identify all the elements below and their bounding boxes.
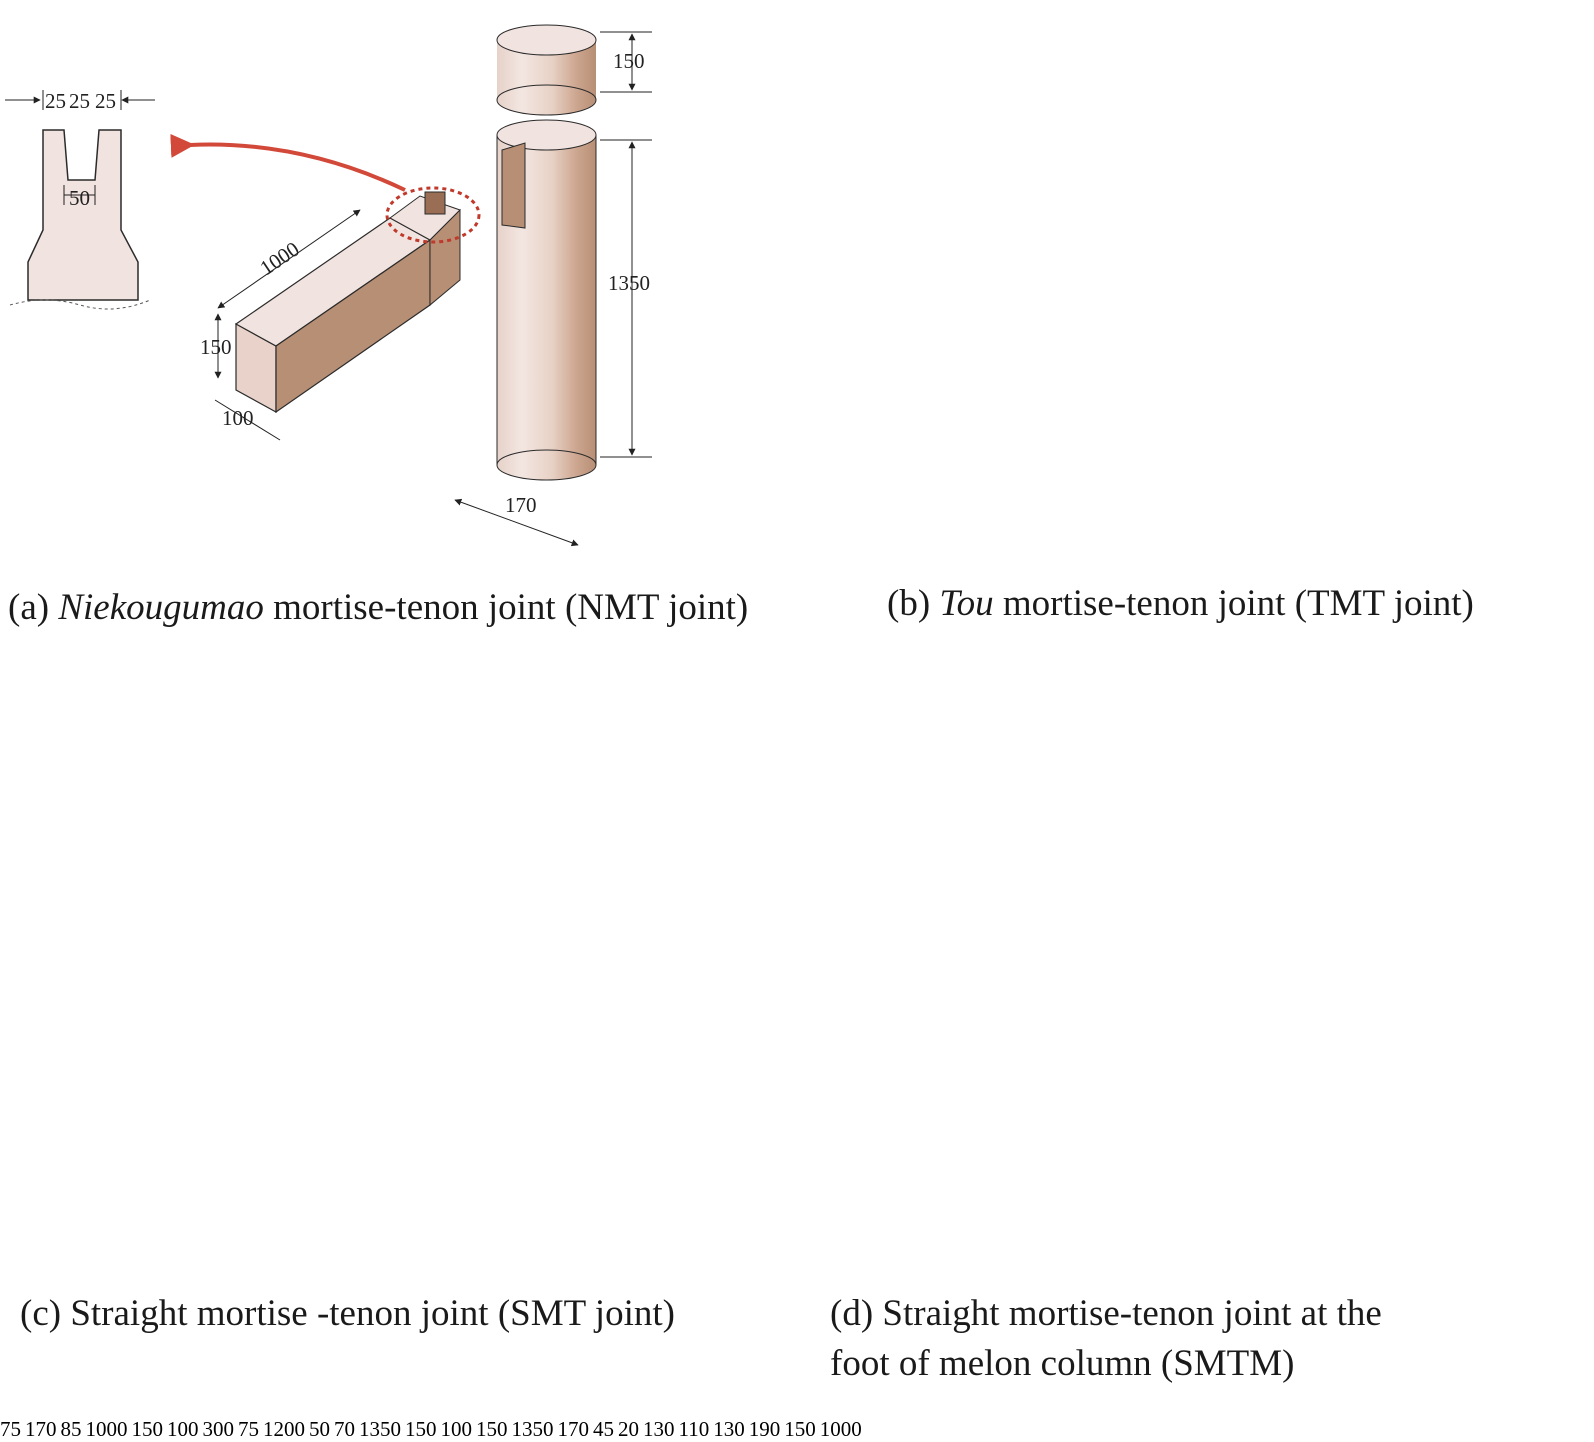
dim-col-1200-b: 1200 bbox=[263, 1417, 305, 1441]
dim-post-130-top: 130 bbox=[643, 1417, 675, 1441]
dim-beam-100-b: 100 bbox=[167, 1417, 199, 1441]
dim-25-c: 25 bbox=[95, 89, 116, 113]
dim-col-1350-a: 1350 bbox=[608, 271, 650, 295]
dim-col-top-150-c: 150 bbox=[476, 1417, 508, 1441]
dim-beam-150-d: 150 bbox=[784, 1417, 816, 1441]
dim-col-300-b: 300 bbox=[202, 1417, 235, 1441]
dim-col-170-c: 170 bbox=[557, 1417, 590, 1441]
caption-d-line2: foot of melon column (SMTM) bbox=[830, 1343, 1295, 1384]
dim-post-110: 110 bbox=[678, 1417, 710, 1441]
dim-col-top-150-a: 150 bbox=[613, 49, 645, 73]
dim-beam-1000-b: 1000 bbox=[85, 1417, 128, 1441]
dim-beam-150-b: 150 bbox=[131, 1417, 164, 1441]
dim-post-130-side: 130 bbox=[713, 1417, 745, 1441]
red-callout-arrow-a bbox=[170, 133, 406, 192]
dim-25-b: 25 bbox=[69, 89, 90, 113]
dim-20-d: 20 bbox=[618, 1417, 639, 1441]
dim-75-b: 75 bbox=[0, 1417, 21, 1441]
dim-50: 50 bbox=[69, 186, 90, 210]
dim-70-c: 70 bbox=[334, 1417, 355, 1441]
caption-d-line1: (d) Straight mortise-tenon joint at the bbox=[830, 1293, 1382, 1334]
caption-c: (c) Straight mortise -tenon joint (SMT j… bbox=[20, 1293, 675, 1334]
dim-beam-1000-a: 1000 bbox=[255, 237, 303, 280]
panel-a-column bbox=[454, 24, 652, 547]
dim-85-b: 85 bbox=[60, 1417, 82, 1441]
dim-25-a: 25 bbox=[45, 89, 66, 113]
dim-170-b: 170 bbox=[25, 1417, 57, 1441]
dim-beam-1350-c: 1350 bbox=[359, 1417, 401, 1441]
panel-a-tenon-section bbox=[5, 90, 155, 310]
dim-beam-150-c: 150 bbox=[405, 1417, 437, 1441]
red-callout-arrow-d: 130 110 130 190 150 1000 (a) Niekougumao… bbox=[8, 583, 1474, 1441]
dim-col-1350-c: 1350 bbox=[511, 1417, 554, 1441]
diagram-svg: 25 25 25 50 1000 150 100 150 13 bbox=[5, 24, 652, 547]
caption-b: (b) Tou mortise-tenon joint (TMT joint) bbox=[887, 583, 1474, 624]
dim-45-d: 45 bbox=[593, 1417, 614, 1441]
dim-beam-190-d: 190 bbox=[748, 1417, 781, 1441]
figure-canvas: 25 25 25 50 1000 150 100 150 13 bbox=[0, 24, 1474, 1441]
dim-beam-100-c: 100 bbox=[440, 1417, 473, 1441]
dim-beam-100-a: 100 bbox=[222, 406, 254, 430]
dim-col-75-b: 75 bbox=[238, 1417, 259, 1441]
dim-beam-150-a: 150 bbox=[200, 335, 232, 359]
caption-a: (a) Niekougumao mortise-tenon joint (NMT… bbox=[8, 587, 749, 628]
dim-beam-1000-d: 1000 bbox=[819, 1417, 862, 1441]
dim-50-c: 50 bbox=[309, 1417, 330, 1441]
red-callout-arrow-c: 1350 150 100 150 1350 170 45 20 bbox=[8, 583, 1474, 1441]
panel-a-beam bbox=[214, 186, 481, 441]
red-callout-arrow-b: 1000 150 100 300 75 1200 50 70 1350 150 … bbox=[8, 583, 1474, 1441]
dim-col-170-a: 170 bbox=[505, 493, 537, 517]
